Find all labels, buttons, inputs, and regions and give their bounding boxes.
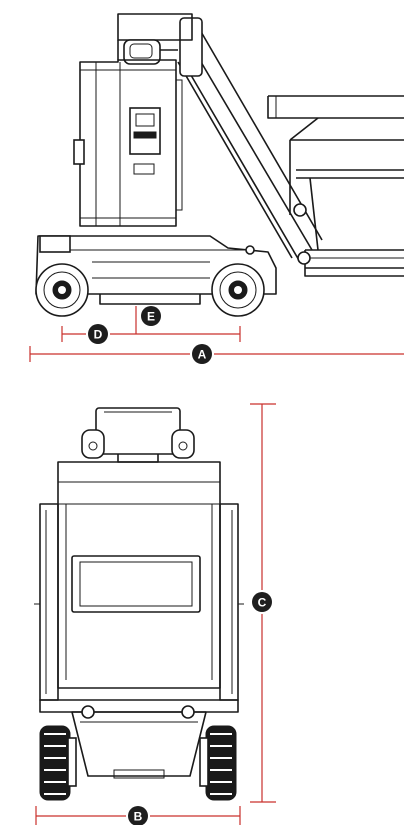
dimension-c-badge [252,592,272,612]
dimension-d-badge [88,324,108,344]
tower-body [73,59,183,227]
dimension-b-label: B [134,810,143,824]
dimension-e: E [135,306,161,334]
dimension-c-label: C [258,596,267,610]
dimension-a: A [29,344,404,364]
dimension-a-badge [192,344,212,364]
dimension-b: B [35,806,241,825]
rear-wheel-right [199,725,237,801]
dimension-c: C [250,403,276,803]
boom-arm [177,17,323,265]
side-wheel-rear [35,263,89,317]
dimension-d-label: D [94,328,103,342]
rear-body-cover [57,461,221,689]
platform-basket [267,95,404,277]
rear-lower-chassis [39,699,239,779]
side-view-lift-drawing [35,13,404,317]
side-wheel-front [211,263,265,317]
dimension-a-label: A [198,348,207,362]
mast [117,13,193,65]
rear-mast-top [81,407,195,463]
dimension-d: D [61,324,241,344]
rear-wheel-left [39,725,77,801]
rear-view-lift-drawing [34,407,244,801]
dimension-b-badge [128,806,148,825]
dimension-e-label: E [147,310,155,324]
dimension-e-badge [141,306,161,326]
